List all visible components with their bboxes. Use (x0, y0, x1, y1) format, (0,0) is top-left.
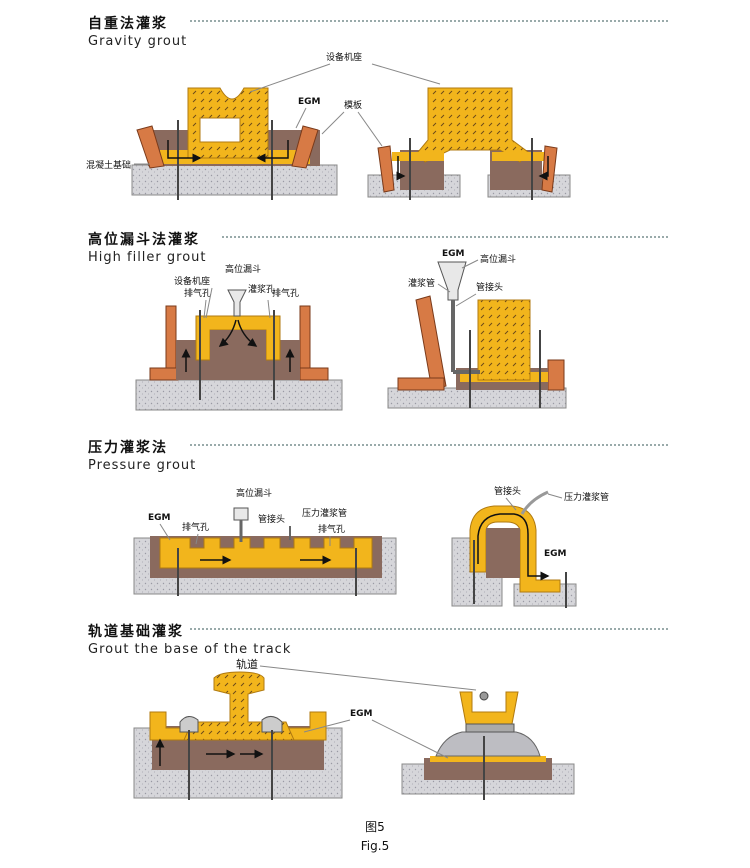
section-title-en: High filler grout (88, 250, 207, 265)
section-header-gravity: 自重法灌浆 Gravity grout (88, 13, 187, 49)
label-vent-hole-right: 排气孔 (272, 287, 299, 299)
divider (190, 444, 668, 446)
section-header-high-filler: 高位漏斗法灌浆 High filler grout (88, 229, 207, 265)
label-vent-hole-right: 排气孔 (318, 523, 345, 535)
pressure-left-diagram (133, 507, 397, 596)
label-equipment-base: 设备机座 (326, 51, 362, 63)
label-vent-hole-left: 排气孔 (182, 521, 209, 533)
high-filler-left-labels: 高位漏斗 设备机座 排气孔 灌浆孔 排气孔 (174, 263, 299, 319)
pressure-right-diagram (451, 490, 577, 608)
label-egm: EGM (350, 709, 373, 719)
divider (222, 236, 668, 238)
label-pressure-pipe: 压力灌浆管 (564, 491, 609, 503)
high-filler-right-diagram (387, 261, 567, 409)
label-concrete-base: 混凝土基础 (86, 159, 131, 171)
label-egm: EGM (298, 97, 321, 107)
label-track: 轨道 (236, 657, 258, 671)
label-formwork: 模板 (344, 99, 362, 111)
gravity-right-diagram (367, 87, 571, 200)
label-high-funnel: 高位漏斗 (236, 487, 272, 499)
label-pipe-joint: 管接头 (476, 281, 503, 293)
figure-caption-zh: 图5 (365, 820, 385, 834)
track-right-diagram (401, 691, 575, 800)
section-header-pressure: 压力灌浆法 Pressure grout (88, 437, 196, 473)
section-title-en: Grout the base of the track (88, 642, 292, 657)
section-title-zh: 压力灌浆法 (88, 440, 168, 456)
divider (190, 20, 668, 22)
figure-caption: 图5 Fig.5 (0, 818, 750, 853)
section-title-zh: 轨道基础灌浆 (88, 624, 184, 640)
figure-caption-en: Fig.5 (360, 839, 390, 853)
label-high-funnel: 高位漏斗 (225, 263, 261, 275)
high-filler-right-labels: EGM 高位漏斗 灌浆管 管接头 (408, 249, 516, 307)
section-header-track: 轨道基础灌浆 Grout the base of the track (88, 621, 291, 657)
label-egm: EGM (148, 513, 171, 523)
gravity-labels: 设备机座 EGM 模板 混凝土基础 (86, 51, 441, 171)
label-pipe-joint: 管接头 (494, 485, 521, 497)
label-pipe-joint: 管接头 (258, 513, 285, 525)
pressure-left-labels: 高位漏斗 EGM 排气孔 管接头 压力灌浆管 排气孔 (148, 487, 347, 546)
pressure-right-labels: 管接头 压力灌浆管 EGM (494, 485, 609, 559)
section-title-zh: 自重法灌浆 (88, 16, 168, 32)
section-title-zh: 高位漏斗法灌浆 (88, 232, 200, 248)
label-grout-pipe: 灌浆管 (408, 277, 435, 289)
label-high-funnel: 高位漏斗 (480, 253, 516, 265)
label-pressure-pipe: 压力灌浆管 (302, 507, 347, 519)
label-egm: EGM (442, 249, 465, 259)
high-filler-left-diagram (135, 289, 343, 411)
track-labels: 轨道 EGM (236, 657, 477, 759)
label-egm: EGM (544, 549, 567, 559)
divider (190, 628, 668, 630)
label-grout-hole: 灌浆孔 (248, 283, 275, 295)
track-left-diagram (133, 671, 343, 800)
label-vent-hole-left: 排气孔 (184, 287, 211, 299)
section-title-en: Gravity grout (88, 34, 188, 49)
gravity-left-diagram (131, 87, 338, 200)
label-equipment-base: 设备机座 (174, 275, 210, 287)
section-title-en: Pressure grout (88, 458, 197, 473)
